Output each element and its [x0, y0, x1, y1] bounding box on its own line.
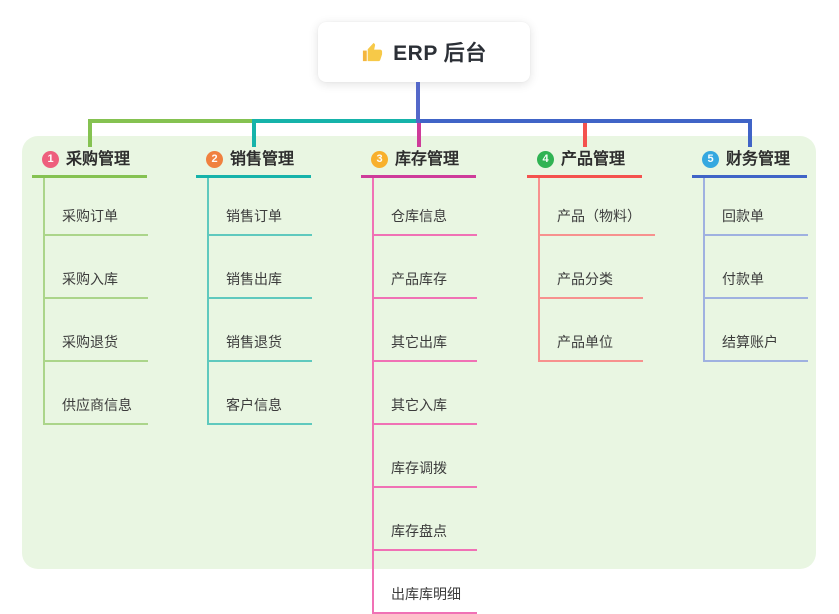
child-item[interactable]: 仓库信息	[374, 178, 477, 236]
branch-number-badge: 3	[371, 151, 388, 168]
thumbs-up-icon	[363, 42, 383, 61]
branch-库存管理: 3 库存管理 仓库信息产品库存其它出库其它入库库存调拨库存盘点出库库明细	[361, 151, 477, 614]
branch-children: 销售订单销售出库销售退货客户信息	[207, 178, 312, 425]
root-node[interactable]: ERP 后台	[318, 22, 530, 82]
child-item[interactable]: 销售退货	[209, 299, 312, 362]
branch-number-badge: 2	[206, 151, 223, 168]
branch-children: 产品（物料）产品分类产品单位	[538, 178, 655, 362]
connector-line	[416, 82, 420, 123]
child-item[interactable]: 结算账户	[705, 299, 808, 362]
child-item[interactable]: 客户信息	[209, 362, 312, 425]
branch-销售管理: 2 销售管理 销售订单销售出库销售退货客户信息	[196, 151, 312, 425]
child-item[interactable]: 供应商信息	[45, 362, 148, 425]
child-item[interactable]: 产品（物料）	[540, 178, 655, 236]
child-item[interactable]: 产品分类	[540, 236, 643, 299]
branch-title-label: 销售管理	[230, 151, 295, 168]
child-item[interactable]: 库存调拨	[374, 425, 477, 488]
child-item[interactable]: 销售出库	[209, 236, 312, 299]
branch-产品管理: 4 产品管理 产品（物料）产品分类产品单位	[527, 151, 655, 362]
branch-title[interactable]: 5 财务管理	[692, 151, 807, 178]
connector-line	[88, 119, 92, 147]
child-item[interactable]: 产品单位	[540, 299, 643, 362]
branch-number-badge: 1	[42, 151, 59, 168]
connector-line	[252, 119, 420, 123]
branch-title-label: 产品管理	[561, 151, 626, 168]
branch-title[interactable]: 2 销售管理	[196, 151, 311, 178]
root-title: ERP 后台	[393, 42, 487, 65]
connector-line	[88, 119, 256, 123]
branch-财务管理: 5 财务管理 回款单付款单结算账户	[692, 151, 808, 362]
child-item[interactable]: 其它入库	[374, 362, 477, 425]
branch-title[interactable]: 1 采购管理	[32, 151, 147, 178]
branch-number-badge: 4	[537, 151, 554, 168]
connector-line	[252, 119, 256, 147]
branch-title-label: 库存管理	[395, 151, 460, 168]
child-item[interactable]: 采购订单	[45, 178, 148, 236]
connector-line	[417, 119, 421, 147]
connector-line	[416, 119, 752, 123]
branch-children: 采购订单采购入库采购退货供应商信息	[43, 178, 148, 425]
child-item[interactable]: 采购入库	[45, 236, 148, 299]
branch-采购管理: 1 采购管理 采购订单采购入库采购退货供应商信息	[32, 151, 148, 425]
child-item[interactable]: 付款单	[705, 236, 808, 299]
mindmap-panel	[22, 136, 816, 569]
branch-title[interactable]: 4 产品管理	[527, 151, 642, 178]
branch-number-badge: 5	[702, 151, 719, 168]
branch-children: 仓库信息产品库存其它出库其它入库库存调拨库存盘点出库库明细	[372, 178, 477, 614]
child-item[interactable]: 回款单	[705, 178, 808, 236]
child-item[interactable]: 其它出库	[374, 299, 477, 362]
branch-title[interactable]: 3 库存管理	[361, 151, 476, 178]
connector-line	[748, 119, 752, 147]
branch-children: 回款单付款单结算账户	[703, 178, 808, 362]
child-item[interactable]: 出库库明细	[374, 551, 477, 614]
child-item[interactable]: 库存盘点	[374, 488, 477, 551]
branch-title-label: 财务管理	[726, 151, 791, 168]
connector-line	[583, 119, 587, 147]
child-item[interactable]: 产品库存	[374, 236, 477, 299]
child-item[interactable]: 销售订单	[209, 178, 312, 236]
branch-title-label: 采购管理	[66, 151, 131, 168]
child-item[interactable]: 采购退货	[45, 299, 148, 362]
